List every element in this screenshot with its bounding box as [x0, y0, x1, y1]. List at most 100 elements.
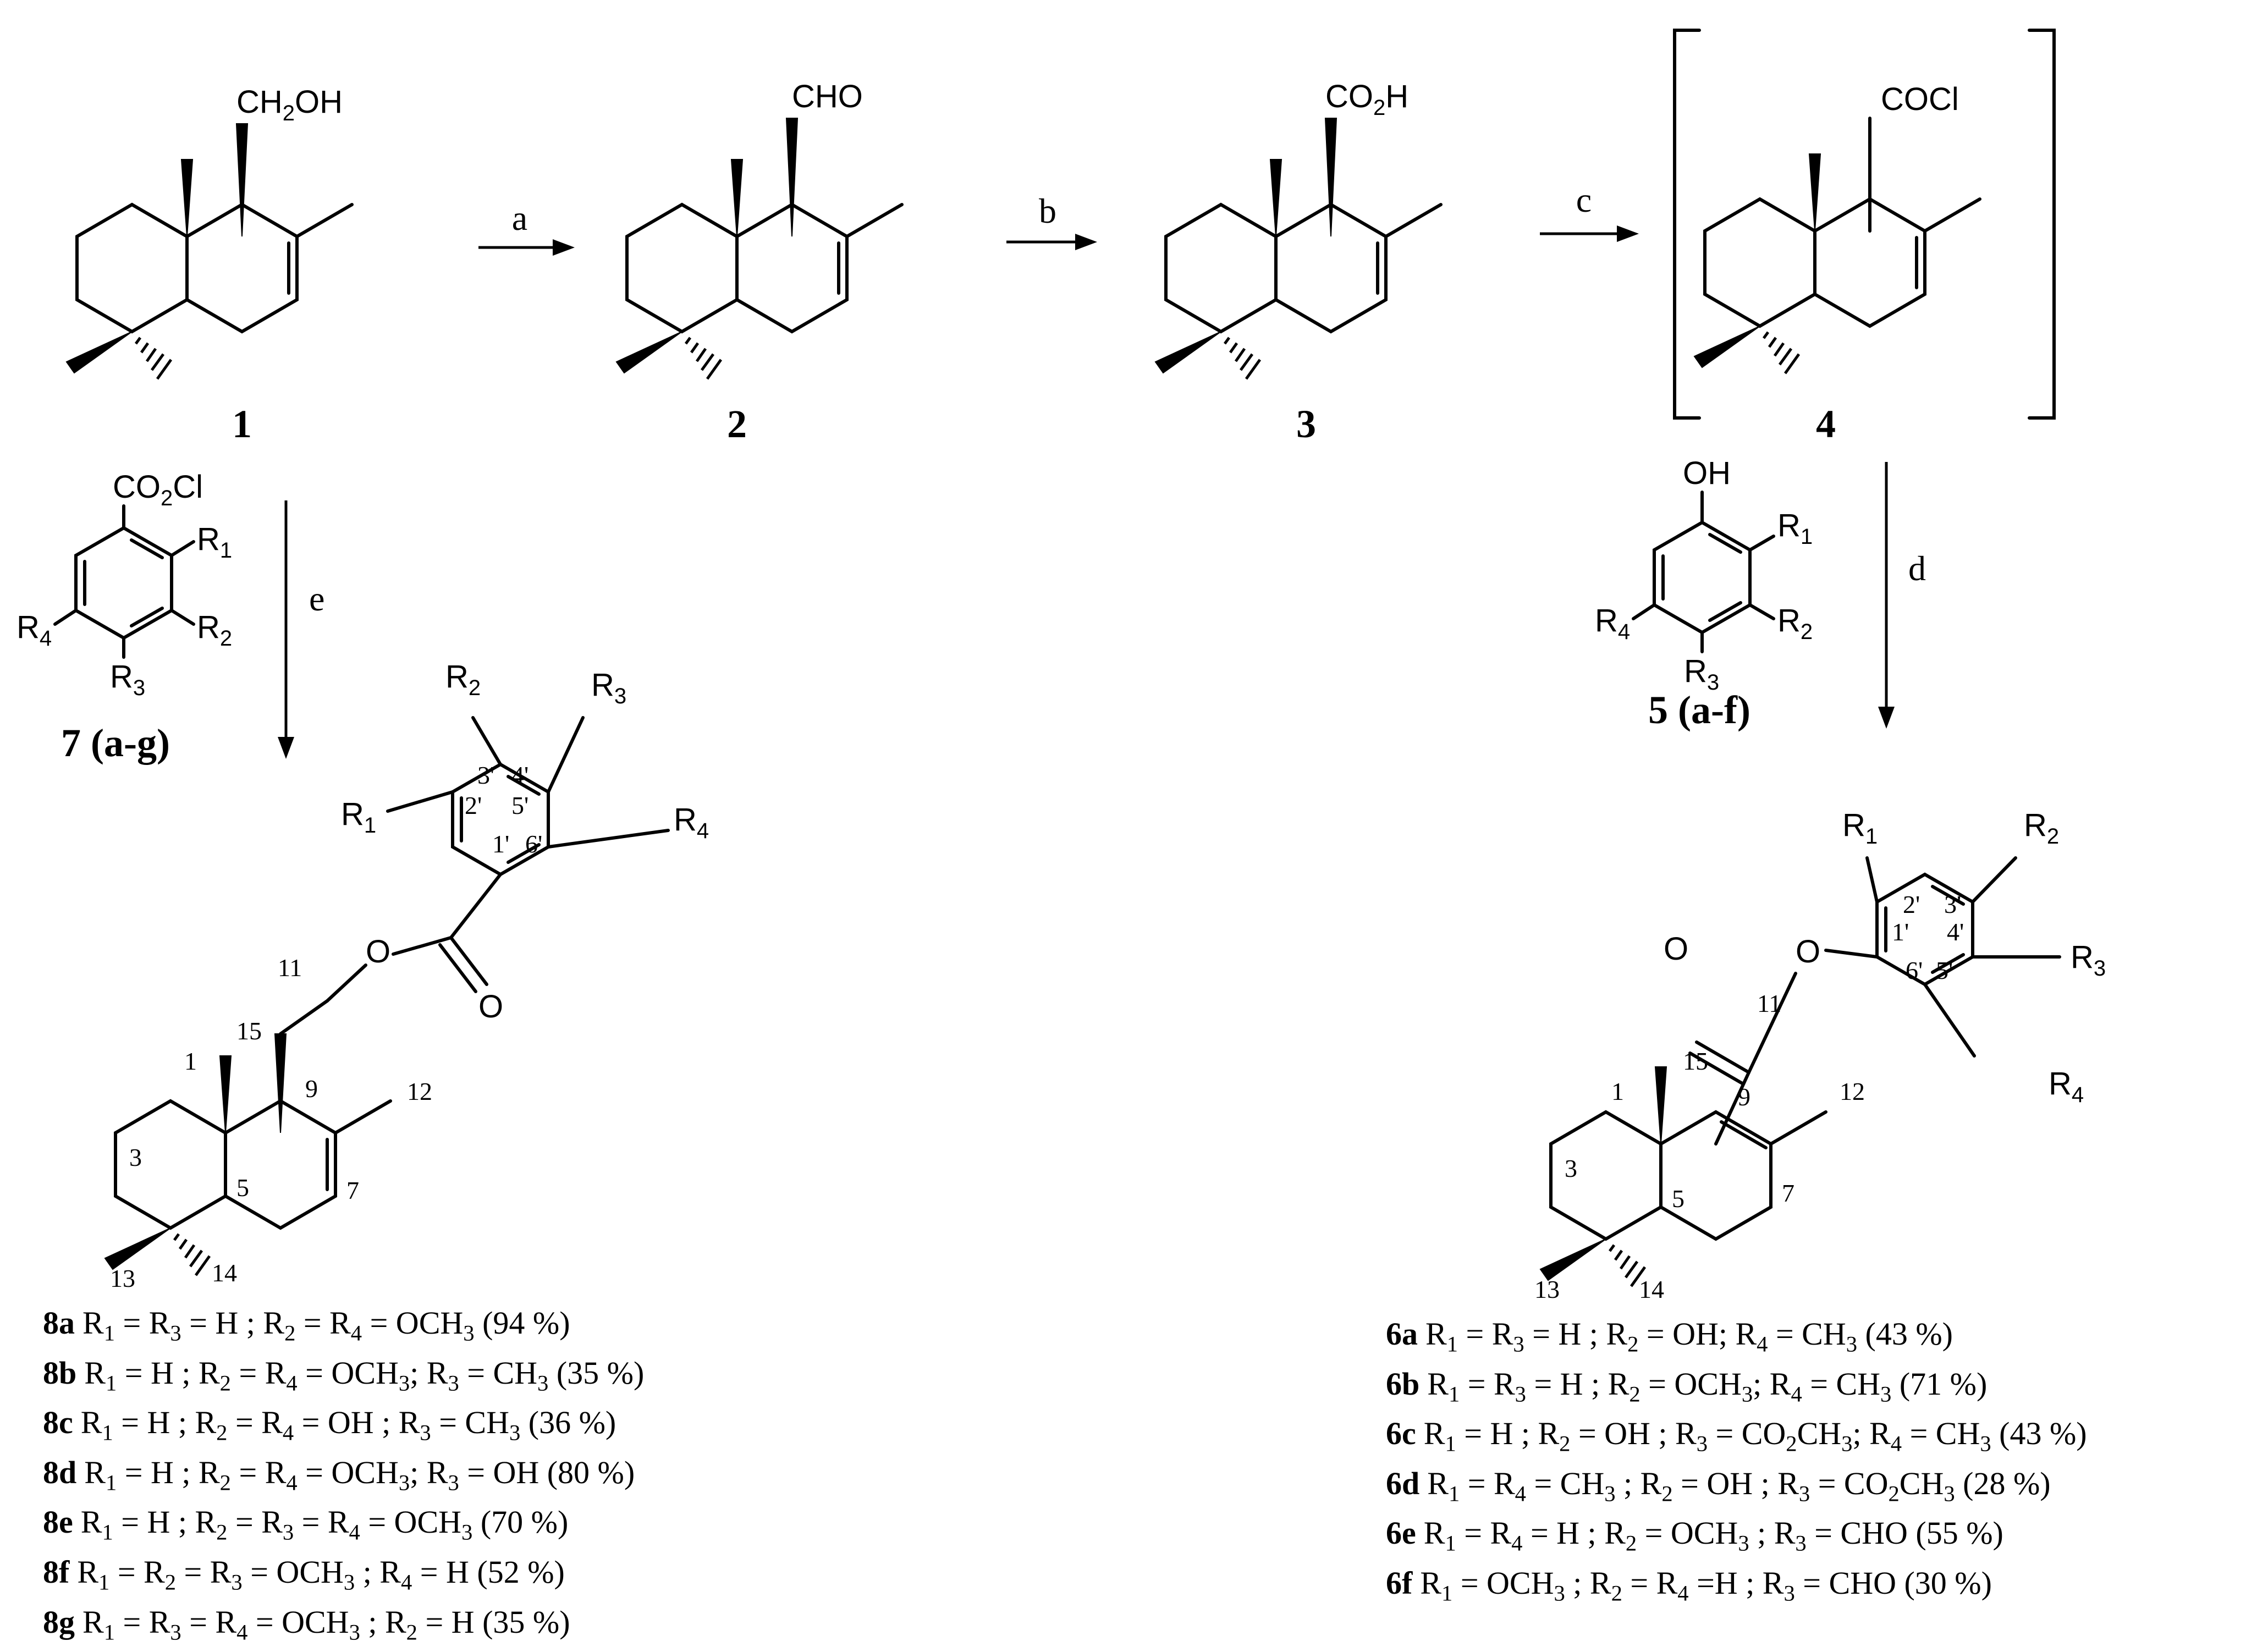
subscript: 2	[1661, 1481, 1673, 1506]
formula-text: ; R	[360, 1604, 406, 1640]
c7-r3: R3	[110, 659, 145, 700]
subscript: 3	[509, 1420, 521, 1445]
formula-text: ; R	[1749, 1515, 1796, 1551]
formula-text: R	[84, 1354, 106, 1391]
c2-group: CHO	[792, 79, 863, 114]
p8-ester-o: O	[366, 934, 390, 970]
subscript: 1	[1445, 1530, 1456, 1556]
formula-text: (36 %)	[520, 1405, 616, 1441]
compound-label-3: 3	[1296, 402, 1316, 446]
p6-num-11: 11	[1757, 989, 1781, 1017]
formula-text: = R	[109, 1554, 165, 1590]
formula-text: = OCH	[360, 1504, 462, 1540]
subscript: 2	[284, 1320, 296, 1346]
p8-num-14: 14	[212, 1259, 237, 1287]
formula-text: (94 %)	[474, 1305, 570, 1341]
p6-num-3: 3	[1565, 1154, 1577, 1182]
subscript: 1	[102, 1519, 113, 1545]
subscript: 2	[1629, 1381, 1641, 1407]
subscript: 3	[343, 1570, 355, 1595]
subscript: 3	[398, 1370, 410, 1396]
subscript: 4	[1515, 1481, 1526, 1506]
formula-text: R	[82, 1305, 104, 1341]
formula-text: = H ; R	[181, 1305, 285, 1341]
bracket-left	[1673, 29, 1701, 420]
subscript: 1	[103, 1620, 115, 1645]
formula-text: = H (35 %)	[417, 1604, 570, 1640]
p6-num-4p: 4'	[1947, 918, 1964, 946]
formula-text: CH	[1899, 1465, 1944, 1501]
formula-text: = H ; R	[117, 1354, 220, 1391]
formula-text: ; R	[1565, 1565, 1611, 1601]
formula-text: ; R	[1753, 1365, 1791, 1402]
subscript: 3	[349, 1620, 360, 1645]
subscript: 3	[1783, 1581, 1795, 1606]
formula-text: = H (52 %)	[412, 1554, 565, 1590]
p6-num-3p: 3'	[1944, 890, 1961, 918]
c5-r3: R3	[1684, 653, 1719, 695]
c5-r1: R1	[1777, 508, 1813, 549]
arrow-a-label: a	[512, 199, 527, 238]
formula-text: (71 %)	[1891, 1365, 1988, 1402]
subscript: 2	[216, 1519, 228, 1545]
subscript: 1	[98, 1570, 110, 1595]
p8-r3: R3	[591, 667, 626, 708]
subscript: 3	[420, 1420, 431, 1445]
p8-num-1p: 1'	[492, 830, 509, 858]
subscript: 2	[1625, 1530, 1637, 1556]
formula-text: (35 %)	[548, 1354, 645, 1391]
p6-num-15: 15	[1683, 1047, 1708, 1075]
c7-r4: R4	[16, 609, 52, 651]
compound-1: CH2OH 1	[67, 84, 352, 446]
formula-text: R	[1427, 1365, 1449, 1402]
arrow-d-label: d	[1908, 549, 1926, 588]
formula-text: = H ; R	[117, 1454, 220, 1490]
product-6-structure: O O R1 R2 R3 R4 1' 2' 3' 4' 5' 6' 11 15 …	[1534, 807, 2106, 1303]
product-8-structure: O O R1 R2 R3 R4 1' 2' 3' 4' 5' 6' 11 15 …	[105, 659, 709, 1292]
subscript: 3	[398, 1470, 410, 1495]
formula-text: = OCH	[1637, 1515, 1738, 1551]
compound-label-5: 5 (a-f)	[1648, 688, 1750, 732]
p6-num-5p: 5'	[1936, 956, 1953, 984]
subscript: 4	[286, 1470, 298, 1495]
formula-text: = OH (80 %)	[459, 1454, 635, 1490]
subscript: 4	[1677, 1581, 1689, 1606]
subscript: 3	[1841, 1431, 1853, 1456]
c5-oh: OH	[1683, 455, 1731, 491]
compound-3: CO2H 3	[1155, 79, 1441, 446]
subscript: 2	[406, 1620, 417, 1645]
p8-num-6p: 6'	[525, 830, 542, 858]
subscript: 3	[1741, 1381, 1753, 1407]
formula-text: = OCH	[242, 1554, 344, 1590]
compound-id: 8g	[43, 1604, 75, 1640]
p6-num-14: 14	[1639, 1275, 1664, 1303]
c5-r2: R2	[1777, 603, 1813, 644]
compound-id: 8c	[43, 1405, 73, 1441]
p6-carbonyl-o: O	[1664, 931, 1688, 967]
formula-text: R	[1427, 1465, 1449, 1501]
subscript: 4	[1757, 1331, 1768, 1357]
formula-text: = OCH	[297, 1354, 399, 1391]
subscript: 1	[1446, 1331, 1458, 1357]
compound-id: 6c	[1386, 1416, 1416, 1452]
subscript: 2	[219, 1470, 231, 1495]
subscript: 1	[1441, 1581, 1453, 1606]
formula-text: = OCH	[362, 1305, 464, 1341]
compound-label-1: 1	[232, 402, 252, 446]
subscript: 3	[1554, 1581, 1565, 1606]
p6-num-5: 5	[1672, 1185, 1685, 1213]
formula-text: = CH	[431, 1405, 509, 1441]
compound-id: 8f	[43, 1554, 70, 1590]
p8-r4: R4	[674, 802, 709, 843]
subscript: 3	[231, 1570, 243, 1595]
formula-text: = CH	[459, 1354, 538, 1391]
subscript: 2	[1888, 1481, 1900, 1506]
subscript: 4	[1890, 1431, 1902, 1456]
formula-text: = H ; R	[1456, 1416, 1560, 1452]
